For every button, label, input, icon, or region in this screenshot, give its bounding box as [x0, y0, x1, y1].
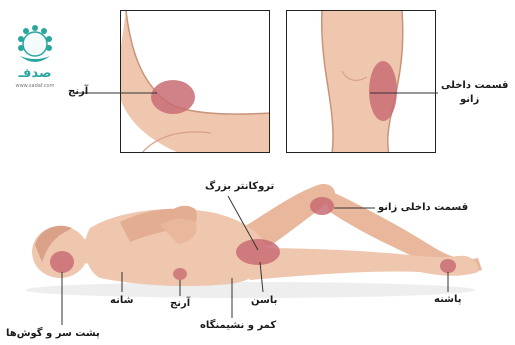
label-inner-knee: قسمت داخلی زانو	[378, 202, 468, 215]
label-shoulder: شانه	[110, 295, 133, 308]
elbow-pressure-area-body	[173, 268, 187, 280]
label-elbow-inset: آرنج	[68, 86, 88, 99]
label-heel: پاشنه	[434, 294, 462, 307]
head-pressure-area	[50, 251, 74, 273]
label-knee-inset-line2: زانو	[460, 94, 479, 107]
buttock-pressure-area	[236, 239, 280, 265]
label-knee-inset-line1: قسمت داخلی	[441, 80, 508, 93]
label-greater-trochanter: تروکانتر بزرگ	[205, 181, 274, 194]
label-buttock: باسن	[251, 295, 277, 308]
label-elbow: آرنج	[170, 298, 190, 311]
label-lower-back-sacrum: کمر و نشیمنگاه	[200, 320, 276, 333]
inner-knee-pressure-area	[310, 197, 334, 215]
label-head-and-ears: پشت سر و گوش‌ها	[6, 328, 100, 341]
heel-pressure-area	[440, 259, 456, 273]
